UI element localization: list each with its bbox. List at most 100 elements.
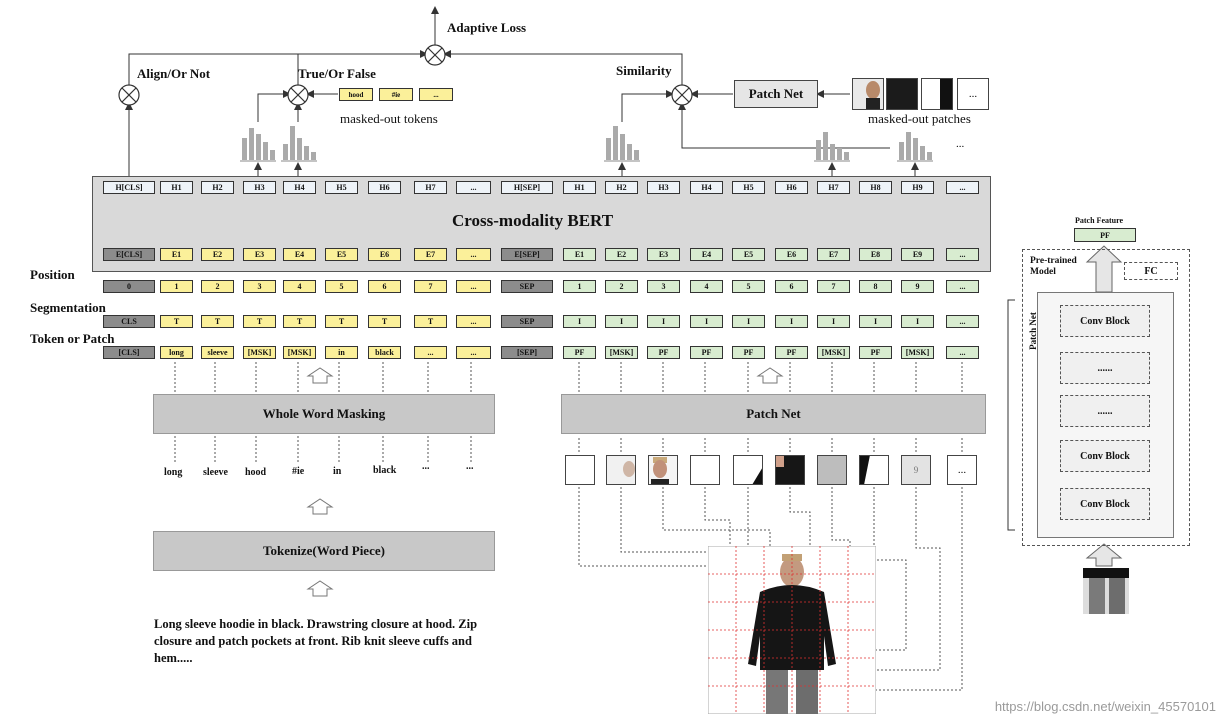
bert-output-cell: H5	[732, 181, 765, 194]
bert-embedding-cell: E6	[368, 248, 401, 261]
segmentation-label: Segmentation	[30, 300, 106, 315]
token-cell: [SEP]	[501, 346, 553, 359]
bert-embedding-cell: E[SEP]	[501, 248, 553, 261]
segmentation-cell: SEP	[501, 315, 553, 328]
position-label: Position	[30, 267, 75, 282]
token-cell: [MSK]	[605, 346, 638, 359]
tokenize-box: Tokenize(Word Piece)	[153, 531, 495, 571]
segmentation-cell: T	[243, 315, 276, 328]
bert-output-cell: ...	[946, 181, 979, 194]
conv-block: Conv Block	[1060, 305, 1150, 337]
bert-embedding-cell: E5	[732, 248, 765, 261]
bert-embedding-cell: E9	[901, 248, 934, 261]
position-cell: SEP	[501, 280, 553, 293]
image-patch	[606, 455, 636, 485]
image-patch	[648, 455, 678, 485]
word-item: black	[373, 465, 397, 476]
bert-embedding-cell: E4	[690, 248, 723, 261]
fc-label: FC	[1144, 265, 1158, 277]
bert-output-cell: H4	[283, 181, 316, 194]
token-cell: PF	[563, 346, 596, 359]
token-cell: [MSK]	[283, 346, 316, 359]
word-item: sleeve	[203, 467, 228, 478]
bert-embedding-cell: E6	[775, 248, 808, 261]
token-cell: [CLS]	[103, 346, 155, 359]
token-cell: black	[368, 346, 401, 359]
whole-word-masking-box: Whole Word Masking	[153, 394, 495, 434]
image-patch	[859, 455, 889, 485]
bert-output-cell: H9	[901, 181, 934, 194]
image-patch	[690, 455, 720, 485]
bert-embedding-cell: ...	[456, 248, 491, 261]
masked-token-chip: hood	[339, 88, 373, 101]
position-cell: ...	[456, 280, 491, 293]
segmentation-cell: T	[201, 315, 234, 328]
histogram-icon	[281, 126, 317, 162]
conv-block: Conv Block	[1060, 440, 1150, 472]
segmentation-cell: T	[160, 315, 193, 328]
histogram-more: ...	[956, 138, 965, 150]
image-patch	[733, 455, 763, 485]
segmentation-cell: T	[368, 315, 401, 328]
patch-net-bar: Patch Net	[561, 394, 986, 434]
bert-embedding-cell: E7	[414, 248, 447, 261]
bert-output-cell: H6	[368, 181, 401, 194]
token-cell: PF	[859, 346, 892, 359]
masked-token-chip: #ie	[379, 88, 413, 101]
bert-embedding-cell: E1	[563, 248, 596, 261]
segmentation-cell: T	[283, 315, 316, 328]
patch-net-box: Patch Net	[734, 80, 818, 108]
bert-output-cell: H5	[325, 181, 358, 194]
token-cell: PF	[732, 346, 765, 359]
fc-box: FC	[1124, 262, 1178, 280]
position-cell: 0	[103, 280, 155, 293]
masked-patch-face	[852, 78, 884, 110]
position-cell: 1	[563, 280, 596, 293]
patch-feature-label: Patch Feature	[1075, 216, 1124, 225]
position-cell: 4	[690, 280, 723, 293]
bert-embedding-cell: E3	[243, 248, 276, 261]
token-cell: PF	[775, 346, 808, 359]
bert-output-cell: H8	[859, 181, 892, 194]
masked-patches-label: masked-out patches	[868, 111, 971, 126]
bert-output-cell: H1	[563, 181, 596, 194]
token-cell: in	[325, 346, 358, 359]
bert-output-cell: H6	[775, 181, 808, 194]
bert-embedding-cell: E5	[325, 248, 358, 261]
segmentation-cell: I	[859, 315, 892, 328]
histogram-icon	[814, 132, 850, 162]
patch-number: 9	[913, 465, 919, 475]
bert-embedding-cell: ...	[946, 248, 979, 261]
bert-embedding-cell: E8	[859, 248, 892, 261]
image-patch: 9	[901, 455, 931, 485]
word-item: in	[333, 466, 342, 477]
position-cell: 1	[160, 280, 193, 293]
histogram-icon	[240, 128, 276, 162]
pretrained-model-label: Pre-trained Model	[1030, 256, 1092, 278]
ellipsis-block: ......	[1060, 395, 1150, 427]
word-item: #ie	[292, 466, 305, 477]
masked-patch-more: ...	[957, 78, 989, 110]
patch-net-detail-panel	[1022, 249, 1190, 546]
bert-output-cell: H7	[414, 181, 447, 194]
position-cell: 4	[283, 280, 316, 293]
bert-output-cell: H3	[647, 181, 680, 194]
similarity-label: Similarity	[616, 63, 672, 78]
histogram-icon	[897, 132, 933, 162]
bert-output-cell: H2	[201, 181, 234, 194]
position-cell: 6	[368, 280, 401, 293]
position-cell: 5	[325, 280, 358, 293]
token-cell: sleeve	[201, 346, 234, 359]
patch-net-vertical-label: Patch Net	[1027, 312, 1038, 350]
segmentation-cell: I	[605, 315, 638, 328]
token-cell: long	[160, 346, 193, 359]
masked-token-chip: ...	[419, 88, 453, 101]
bert-embedding-cell: E2	[201, 248, 234, 261]
bert-output-cell: H[SEP]	[501, 181, 553, 194]
segmentation-cell: T	[414, 315, 447, 328]
segmentation-cell: I	[817, 315, 850, 328]
bert-embedding-cell: E1	[160, 248, 193, 261]
bert-embedding-cell: E[CLS]	[103, 248, 155, 261]
bert-embedding-cell: E7	[817, 248, 850, 261]
token-cell: ...	[414, 346, 447, 359]
